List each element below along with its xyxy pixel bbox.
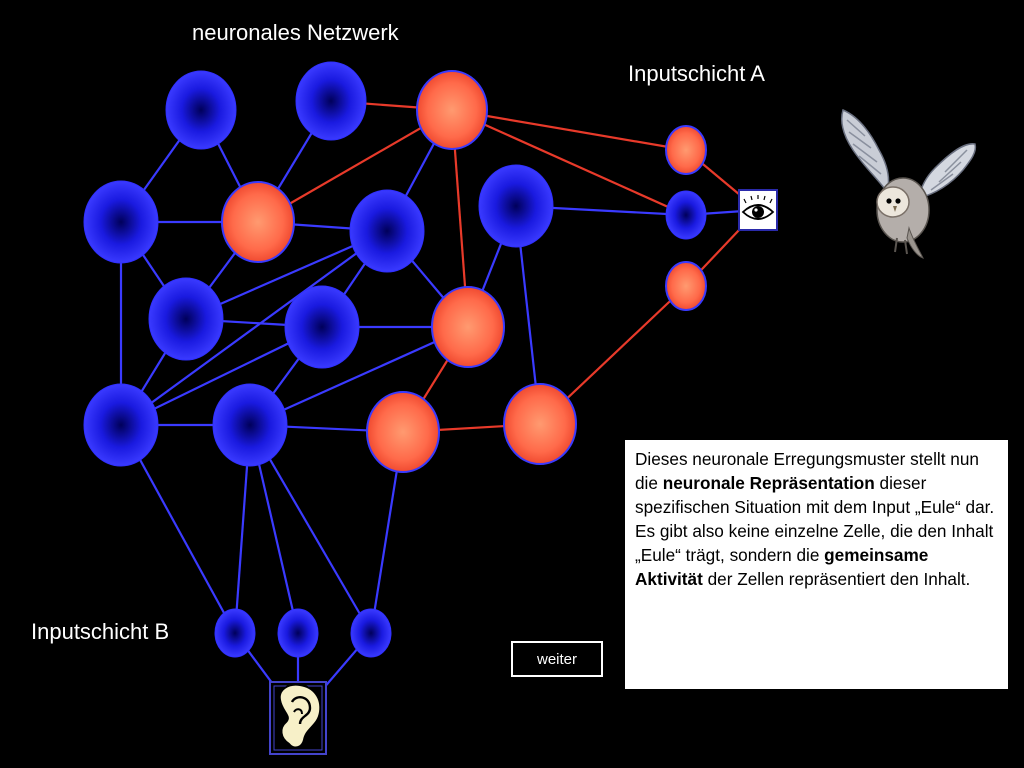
neuron xyxy=(295,61,367,141)
neuron xyxy=(284,285,360,369)
input-layer-a-label: Inputschicht A xyxy=(628,61,765,86)
connection xyxy=(120,230,388,426)
active-neuron xyxy=(221,181,295,263)
active-neuron xyxy=(665,125,707,175)
neuron xyxy=(83,383,159,467)
owl-icon xyxy=(841,108,977,259)
explanation-text: Dieses neuronale Erregungsmuster stellt … xyxy=(635,449,979,493)
explanation-bold-term: neuronale Repräsentation xyxy=(662,473,875,493)
active-neuron xyxy=(416,70,488,150)
active-connection xyxy=(451,108,687,152)
diagram-title: neuronales Netzwerk xyxy=(192,20,399,45)
neuron xyxy=(165,70,237,150)
neuron xyxy=(212,383,288,467)
active-neuron xyxy=(366,391,440,473)
neuron xyxy=(83,180,159,264)
neuron xyxy=(478,164,554,248)
active-neuron xyxy=(431,286,505,368)
neuron xyxy=(349,189,425,273)
active-neuron xyxy=(665,261,707,311)
neurons xyxy=(83,61,707,658)
explanation-text: dieser spezifischen Situation mit dem In… xyxy=(635,473,995,565)
neuron xyxy=(277,608,319,658)
neuron xyxy=(665,190,707,240)
connection xyxy=(249,325,469,427)
input-layer-b-label: Inputschicht B xyxy=(31,619,170,644)
neuron xyxy=(214,608,256,658)
eye-icon xyxy=(738,189,778,231)
ear-icon xyxy=(269,681,327,755)
active-connection xyxy=(451,108,687,217)
neuron xyxy=(148,277,224,361)
neuron xyxy=(350,608,392,658)
explanation-bold-term: gemeinsame Aktivität xyxy=(635,545,929,589)
explanation-text: der Zellen repräsentiert den Inhalt. xyxy=(702,569,971,589)
next-button[interactable]: weiter xyxy=(511,641,603,677)
explanation-textbox: Dieses neuronale Erregungsmuster stellt … xyxy=(625,440,1008,689)
active-neuron xyxy=(503,383,577,465)
